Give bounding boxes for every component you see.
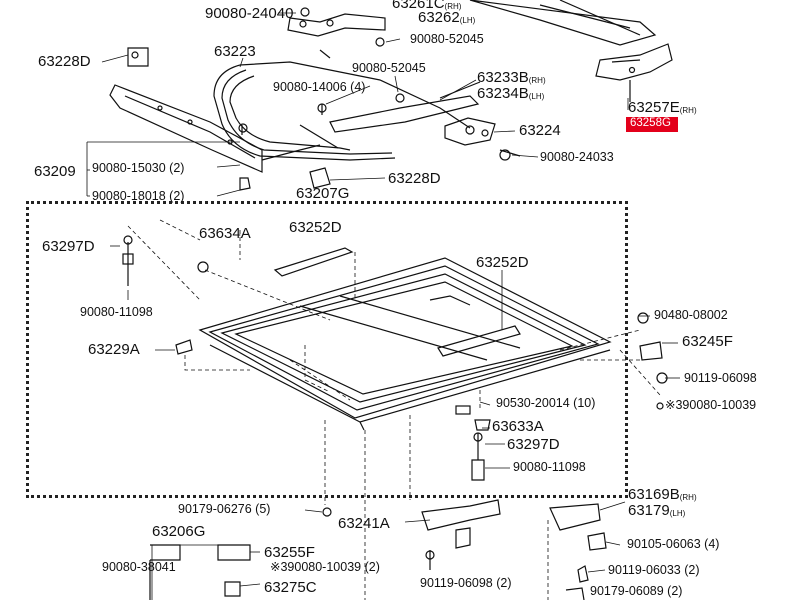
- callout-63261c: 63261C(RH): [392, 0, 462, 12]
- callout-63275c: 63275C: [264, 579, 317, 596]
- sunroof-frame-63207g: [198, 257, 612, 431]
- callout-63245f: 63245F: [682, 333, 733, 350]
- callout-90080-14006: 90080-14006 (4): [273, 80, 366, 94]
- callout-63223: 63223: [214, 43, 256, 60]
- callout-63224: 63224: [519, 122, 561, 139]
- callout-90119-06098-bottom: 90119-06098 (2): [420, 576, 512, 590]
- callout-90080-11098-mid: 90080-11098: [513, 460, 586, 474]
- callout-63297d-left: 63297D: [42, 238, 95, 255]
- callout-90480-08002: 90480-08002: [654, 308, 728, 322]
- pins-lower: [122, 235, 668, 481]
- callout-63169b: 63169B(RH): [628, 486, 697, 503]
- callout-90119-06033: 90119-06033 (2): [608, 563, 700, 577]
- callout-90080-18018: 90080-18018 (2): [92, 189, 185, 203]
- guide-63233b: [329, 81, 481, 133]
- callout-63207g: 63207G: [296, 185, 350, 202]
- callout-63297d-mid: 63297D: [507, 436, 560, 453]
- callout-63206g: 63206G: [152, 523, 206, 540]
- fasteners-upper: [300, 7, 405, 115]
- callout-63252d-top: 63252D: [289, 219, 342, 236]
- callout-63233b: 63233B(RH): [477, 69, 546, 86]
- leader-lines-dashed: [127, 219, 661, 600]
- callout-63228d-top: 63228D: [38, 53, 91, 70]
- callout-63241a: 63241A: [338, 515, 390, 532]
- leader-lines-solid: [86, 12, 680, 600]
- callout-90080-24040: 90080-24040: [205, 5, 294, 22]
- callout-63633a: 63633A: [492, 418, 544, 435]
- callout-90080-10039-bottom: ※390080-10039 (2): [270, 560, 380, 574]
- drain-tube-63223: [213, 49, 471, 161]
- bracket-63228d-top: [127, 47, 149, 67]
- callout-63252d-mid: 63252D: [476, 254, 529, 271]
- callout-90080-11098-left: 90080-11098: [80, 305, 153, 319]
- callout-90080-24033: 90080-24033: [540, 150, 614, 164]
- side-rail-63209: [109, 84, 321, 191]
- callout-63634a: 63634A: [199, 225, 251, 242]
- brackets-bottom: [149, 499, 607, 600]
- sunroof-rail-top-right: [469, 0, 657, 46]
- callout-90080-10039-right: ※390080-10039: [665, 398, 757, 412]
- callout-63255f: 63255F: [264, 544, 315, 561]
- callout-63262: 63262(LH): [418, 9, 476, 26]
- bracket-63261c: [287, 13, 386, 37]
- bracket-63257e: [595, 43, 673, 102]
- callout-63228d-bottom: 63228D: [388, 170, 441, 187]
- callout-90179-06276: 90179-06276 (5): [178, 502, 271, 516]
- callout-63257e: 63257E(RH): [628, 99, 697, 116]
- callout-90530-20014: 90530-20014 (10): [496, 396, 596, 410]
- assembly-group-frame: [26, 201, 628, 498]
- drive-gear-63224: [444, 117, 521, 161]
- callout-63234b: 63234B(LH): [477, 85, 545, 102]
- callout-90080-52045-b: 90080-52045: [352, 61, 426, 75]
- callout-63179: 63179(LH): [628, 502, 686, 519]
- callout-90080-38041: 90080-38041: [102, 560, 176, 574]
- callout-63209: 63209: [34, 163, 76, 180]
- weatherstrip-63252d: [273, 247, 521, 357]
- callout-90105-06063: 90105-06063 (4): [627, 537, 720, 551]
- callout-90080-15030: 90080-15030 (2): [92, 161, 185, 175]
- callout-90119-06098-right: 90119-06098: [684, 371, 757, 385]
- callout-90179-06089: 90179-06089 (2): [590, 584, 683, 598]
- callout-63258g-highlighted[interactable]: 63258G: [626, 117, 678, 132]
- callout-90080-52045-a: 90080-52045: [410, 32, 484, 46]
- callout-63229a: 63229A: [88, 341, 140, 358]
- bracket-63228d-bottom: [309, 167, 331, 189]
